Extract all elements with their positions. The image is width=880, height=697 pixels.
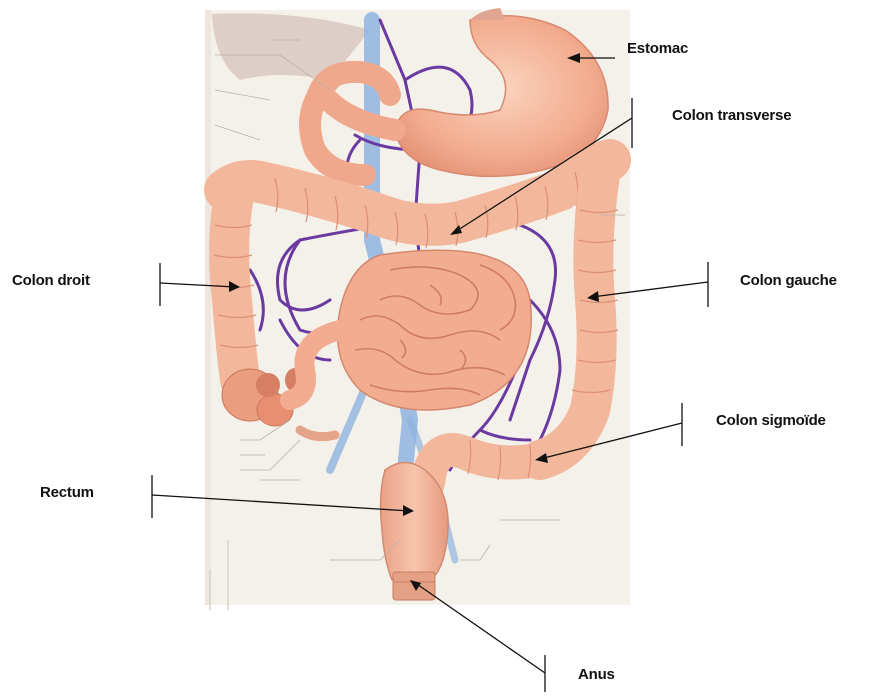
label-rectum: Rectum bbox=[40, 484, 94, 501]
label-colon-transverse: Colon transverse bbox=[672, 107, 791, 124]
label-colon-sigmoide: Colon sigmoïde bbox=[716, 412, 826, 429]
label-colon-droit: Colon droit bbox=[12, 272, 90, 289]
label-colon-gauche: Colon gauche bbox=[740, 272, 837, 289]
label-estomac: Estomac bbox=[627, 40, 688, 57]
label-anus: Anus bbox=[578, 666, 615, 683]
